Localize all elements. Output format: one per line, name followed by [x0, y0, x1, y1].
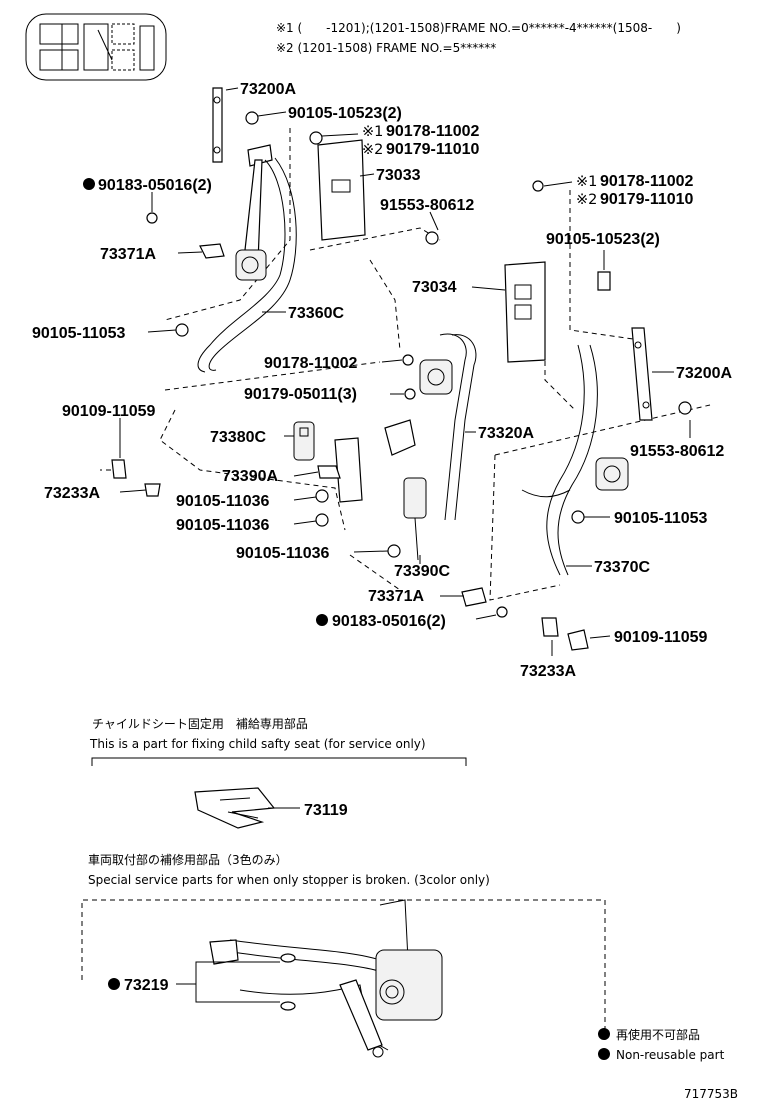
child-seat-title-en: This is a part for fixing child safty se…: [89, 737, 426, 751]
label-73371A-mid: 73371A: [368, 588, 424, 605]
label-90105-11036-c: 90105-11036: [236, 545, 330, 562]
label-90178-11002-right: 90178-11002: [600, 173, 694, 190]
stopper-title-jp: 車両取付部の補修用部品（3色のみ）: [88, 852, 288, 867]
label-73320A: 73320A: [478, 425, 534, 442]
center-seatbelt-assembly: [317, 139, 546, 618]
nonreusable-dot-73219: [108, 978, 120, 990]
label-90178-11002-top: 90178-11002: [386, 123, 480, 140]
label-91553-80612-right: 91553-80612: [630, 443, 724, 460]
stopper-title-en: Special service parts for when only stop…: [88, 873, 490, 887]
label-73360C: 73360C: [288, 305, 344, 322]
label-73200A-upper: 73200A: [240, 81, 296, 98]
label-73033: 73033: [376, 167, 421, 184]
label-90178-11002-mid: 90178-11002: [264, 355, 358, 372]
label-91553-80612-top: 91553-80612: [380, 197, 474, 214]
nonreusable-dot-90183-mid: [316, 614, 328, 626]
label-73219: 73219: [124, 977, 169, 994]
part-73119-plate: [194, 787, 276, 829]
legend-jp: 再使用不可部品: [616, 1027, 700, 1042]
label-90105-10523-left: 90105-10523(2): [288, 105, 402, 122]
label-90109-11059-right: 90109-11059: [614, 629, 708, 646]
frame-note-2: ※2 (1201-1508) FRAME NO.=5******: [276, 41, 496, 55]
label-90179-11010-top: 90179-11010: [386, 141, 480, 158]
label-marker-1a: ※1: [362, 124, 383, 140]
legend-en: Non-reusable part: [616, 1048, 725, 1062]
callout-labels: 73200A 90105-10523(2) ※1 90178-11002 ※2 …: [32, 81, 732, 680]
label-73390A: 73390A: [222, 468, 278, 485]
vehicle-icon: [25, 13, 167, 81]
stopper-section: 車両取付部の補修用部品（3色のみ） Special service parts …: [88, 852, 490, 1058]
label-marker-2a: ※2: [362, 142, 383, 158]
label-90105-11036-b: 90105-11036: [176, 517, 270, 534]
label-90105-10523-right: 90105-10523(2): [546, 231, 660, 248]
nonreusable-dot-90183-left: [83, 178, 95, 190]
label-73371A-left: 73371A: [100, 246, 156, 263]
label-73034: 73034: [412, 279, 457, 296]
leader-lines: [119, 87, 691, 656]
label-73233A-left: 73233A: [44, 485, 100, 502]
label-90109-11059-left: 90109-11059: [62, 403, 156, 420]
label-marker-1b: ※1: [576, 174, 597, 190]
label-90105-11053-right: 90105-11053: [614, 510, 708, 527]
figure-id: 717753B: [684, 1087, 738, 1101]
label-73200A-right: 73200A: [676, 365, 732, 382]
label-73380C: 73380C: [210, 429, 266, 446]
label-73390C: 73390C: [394, 563, 450, 580]
label-90183-05016-mid: 90183-05016(2): [332, 613, 446, 630]
label-90179-11010-right: 90179-11010: [600, 191, 694, 208]
child-seat-section: チャイルドシート固定用 補給専用部品 This is a part for fi…: [89, 716, 467, 829]
structure-outline: [81, 128, 711, 1040]
label-90179-05011: 90179-05011(3): [244, 386, 357, 403]
label-90105-11036-a: 90105-11036: [176, 493, 270, 510]
fasteners: [146, 111, 692, 558]
frame-note-1: ※1 ( -1201);(1201-1508)FRAME NO.=0******…: [276, 21, 681, 35]
child-seat-title-jp: チャイルドシート固定用 補給専用部品: [92, 716, 308, 731]
label-73370C: 73370C: [594, 559, 650, 576]
label-marker-2b: ※2: [576, 192, 597, 208]
label-73233A-right: 73233A: [520, 663, 576, 680]
right-seatbelt-assembly: [521, 180, 653, 651]
legend: 再使用不可部品 Non-reusable part: [598, 1027, 725, 1062]
label-73119: 73119: [304, 802, 348, 819]
label-90105-11053-left: 90105-11053: [32, 325, 126, 342]
left-seatbelt-assembly: [111, 87, 363, 503]
label-90183-05016-left: 90183-05016(2): [98, 177, 212, 194]
